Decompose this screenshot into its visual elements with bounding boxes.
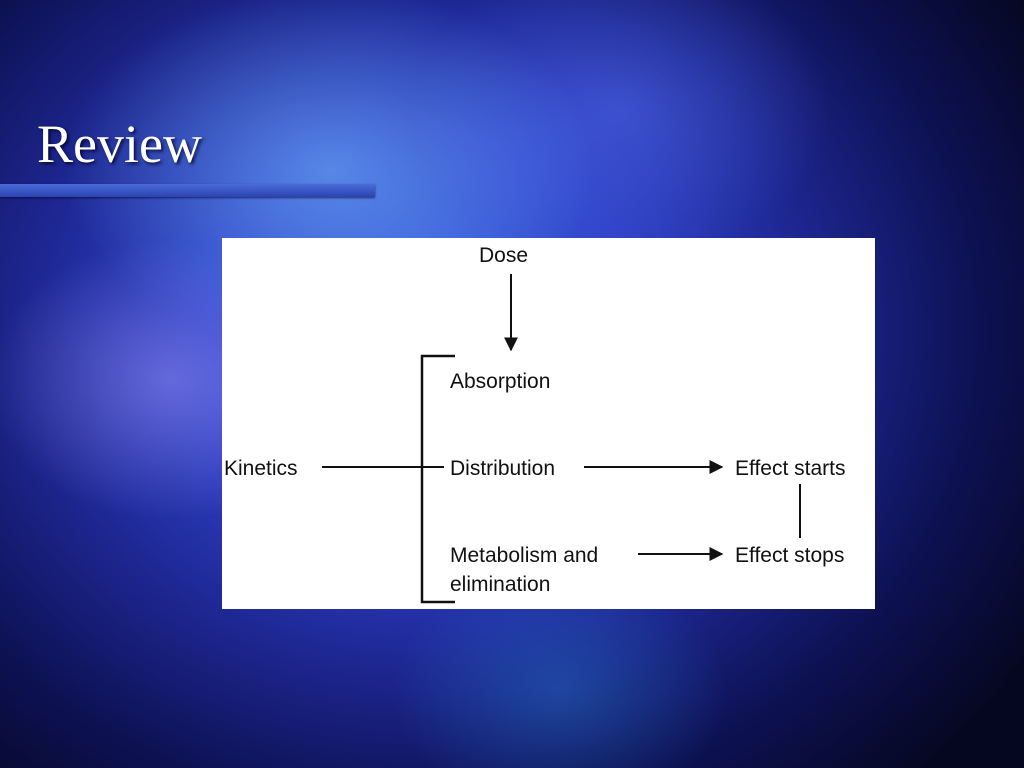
slide-title: Review — [37, 114, 202, 174]
effect-starts-label: Effect starts — [735, 457, 846, 480]
kinetics-label: Kinetics — [224, 457, 298, 480]
metabolism-label-line1: Metabolism and — [450, 544, 598, 567]
metabolism-label-line2: elimination — [450, 573, 550, 596]
effect-stops-label: Effect stops — [735, 544, 844, 567]
title-underline-bar — [0, 184, 375, 197]
kinetics-bracket — [420, 354, 455, 604]
pharmacology-diagram: Dose Absorption Kinetics Distribution Ef… — [222, 238, 875, 609]
dose-label: Dose — [479, 244, 528, 267]
absorption-label: Absorption — [450, 370, 550, 393]
distribution-label: Distribution — [450, 457, 555, 480]
